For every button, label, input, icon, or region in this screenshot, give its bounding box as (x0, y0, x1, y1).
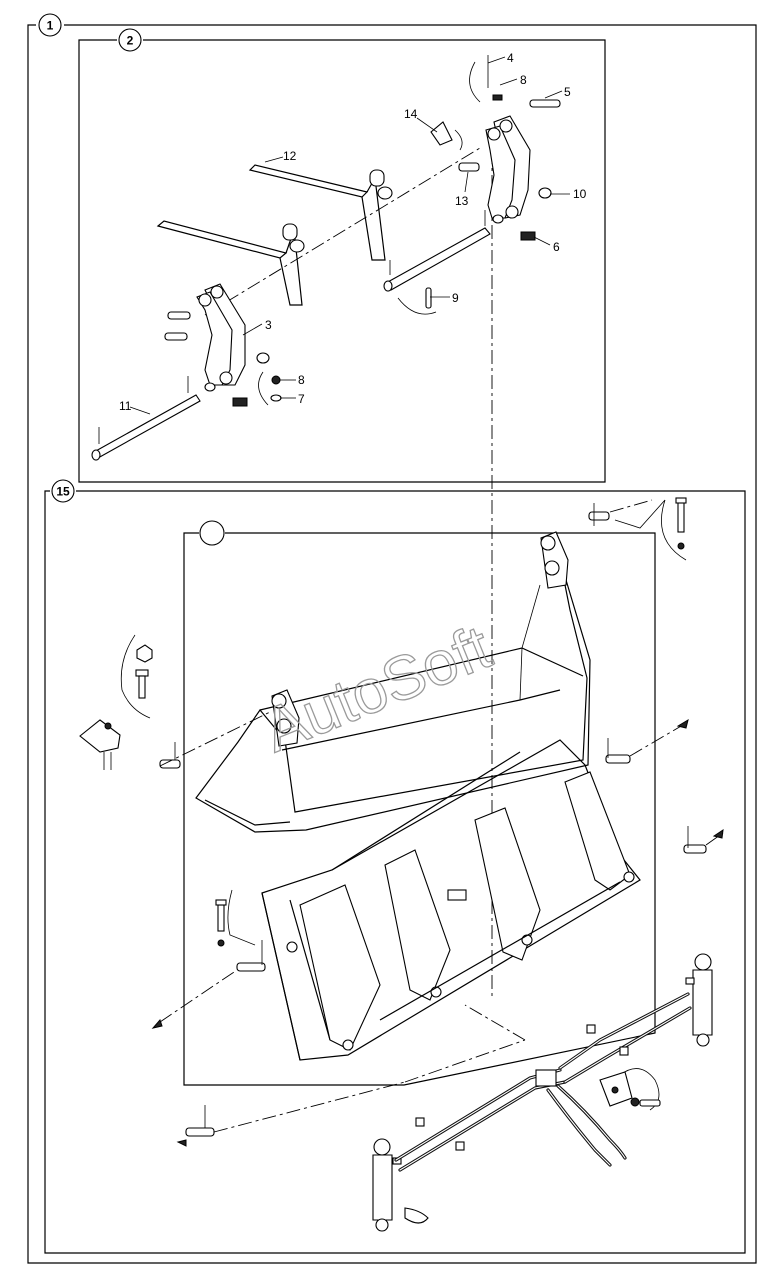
part-label-7: 7 (298, 392, 305, 406)
fork-bracket-right (430, 55, 561, 241)
callout-circle-sub (199, 520, 225, 546)
bucket-upper (159, 499, 653, 833)
clamp-detail (599, 1068, 661, 1111)
detail-bolt-lower (215, 889, 256, 947)
fork-tines (156, 147, 481, 316)
fork-frame: 2 (78, 28, 606, 483)
part-numbers: 4 8 5 14 12 10 13 6 9 3 8 7 11 (119, 51, 587, 413)
bucket-lower (151, 718, 724, 1147)
part-label-13: 13 (455, 194, 469, 208)
leader-lines (129, 56, 570, 415)
watermark: AutoSoft (254, 613, 500, 766)
cylinder-right (685, 953, 713, 1047)
hoses (394, 992, 692, 1172)
callout-15: 15 (56, 485, 70, 499)
part-label-3: 3 (265, 318, 272, 332)
callout-1: 1 (47, 19, 54, 33)
callout-circle-15 (51, 479, 75, 503)
callout-circle-2 (118, 28, 142, 52)
part-label-6: 6 (553, 240, 560, 254)
bucket-sub-frame (183, 520, 656, 1086)
part-label-5: 5 (564, 85, 571, 99)
detail-bolt-left (79, 634, 153, 770)
detail-bolt-right (614, 497, 687, 561)
callout-2: 2 (127, 34, 134, 48)
part-label-4: 4 (507, 51, 514, 65)
fork-shaft-upper (383, 210, 491, 315)
part-label-8-upper: 8 (520, 73, 527, 87)
part-label-10: 10 (573, 187, 587, 201)
part-label-8-lower: 8 (298, 373, 305, 387)
part-label-12: 12 (283, 149, 297, 163)
part-label-14: 14 (404, 107, 418, 121)
fork-bracket-left (164, 283, 282, 407)
fork-shaft-lower (91, 376, 201, 461)
callout-circle-1 (38, 13, 62, 37)
part-label-11: 11 (119, 399, 132, 413)
outer-frame: 1 (27, 13, 757, 1264)
bucket-frame: 15 (44, 479, 746, 1254)
cylinder-left (372, 1138, 429, 1232)
part-label-9: 9 (452, 291, 459, 305)
